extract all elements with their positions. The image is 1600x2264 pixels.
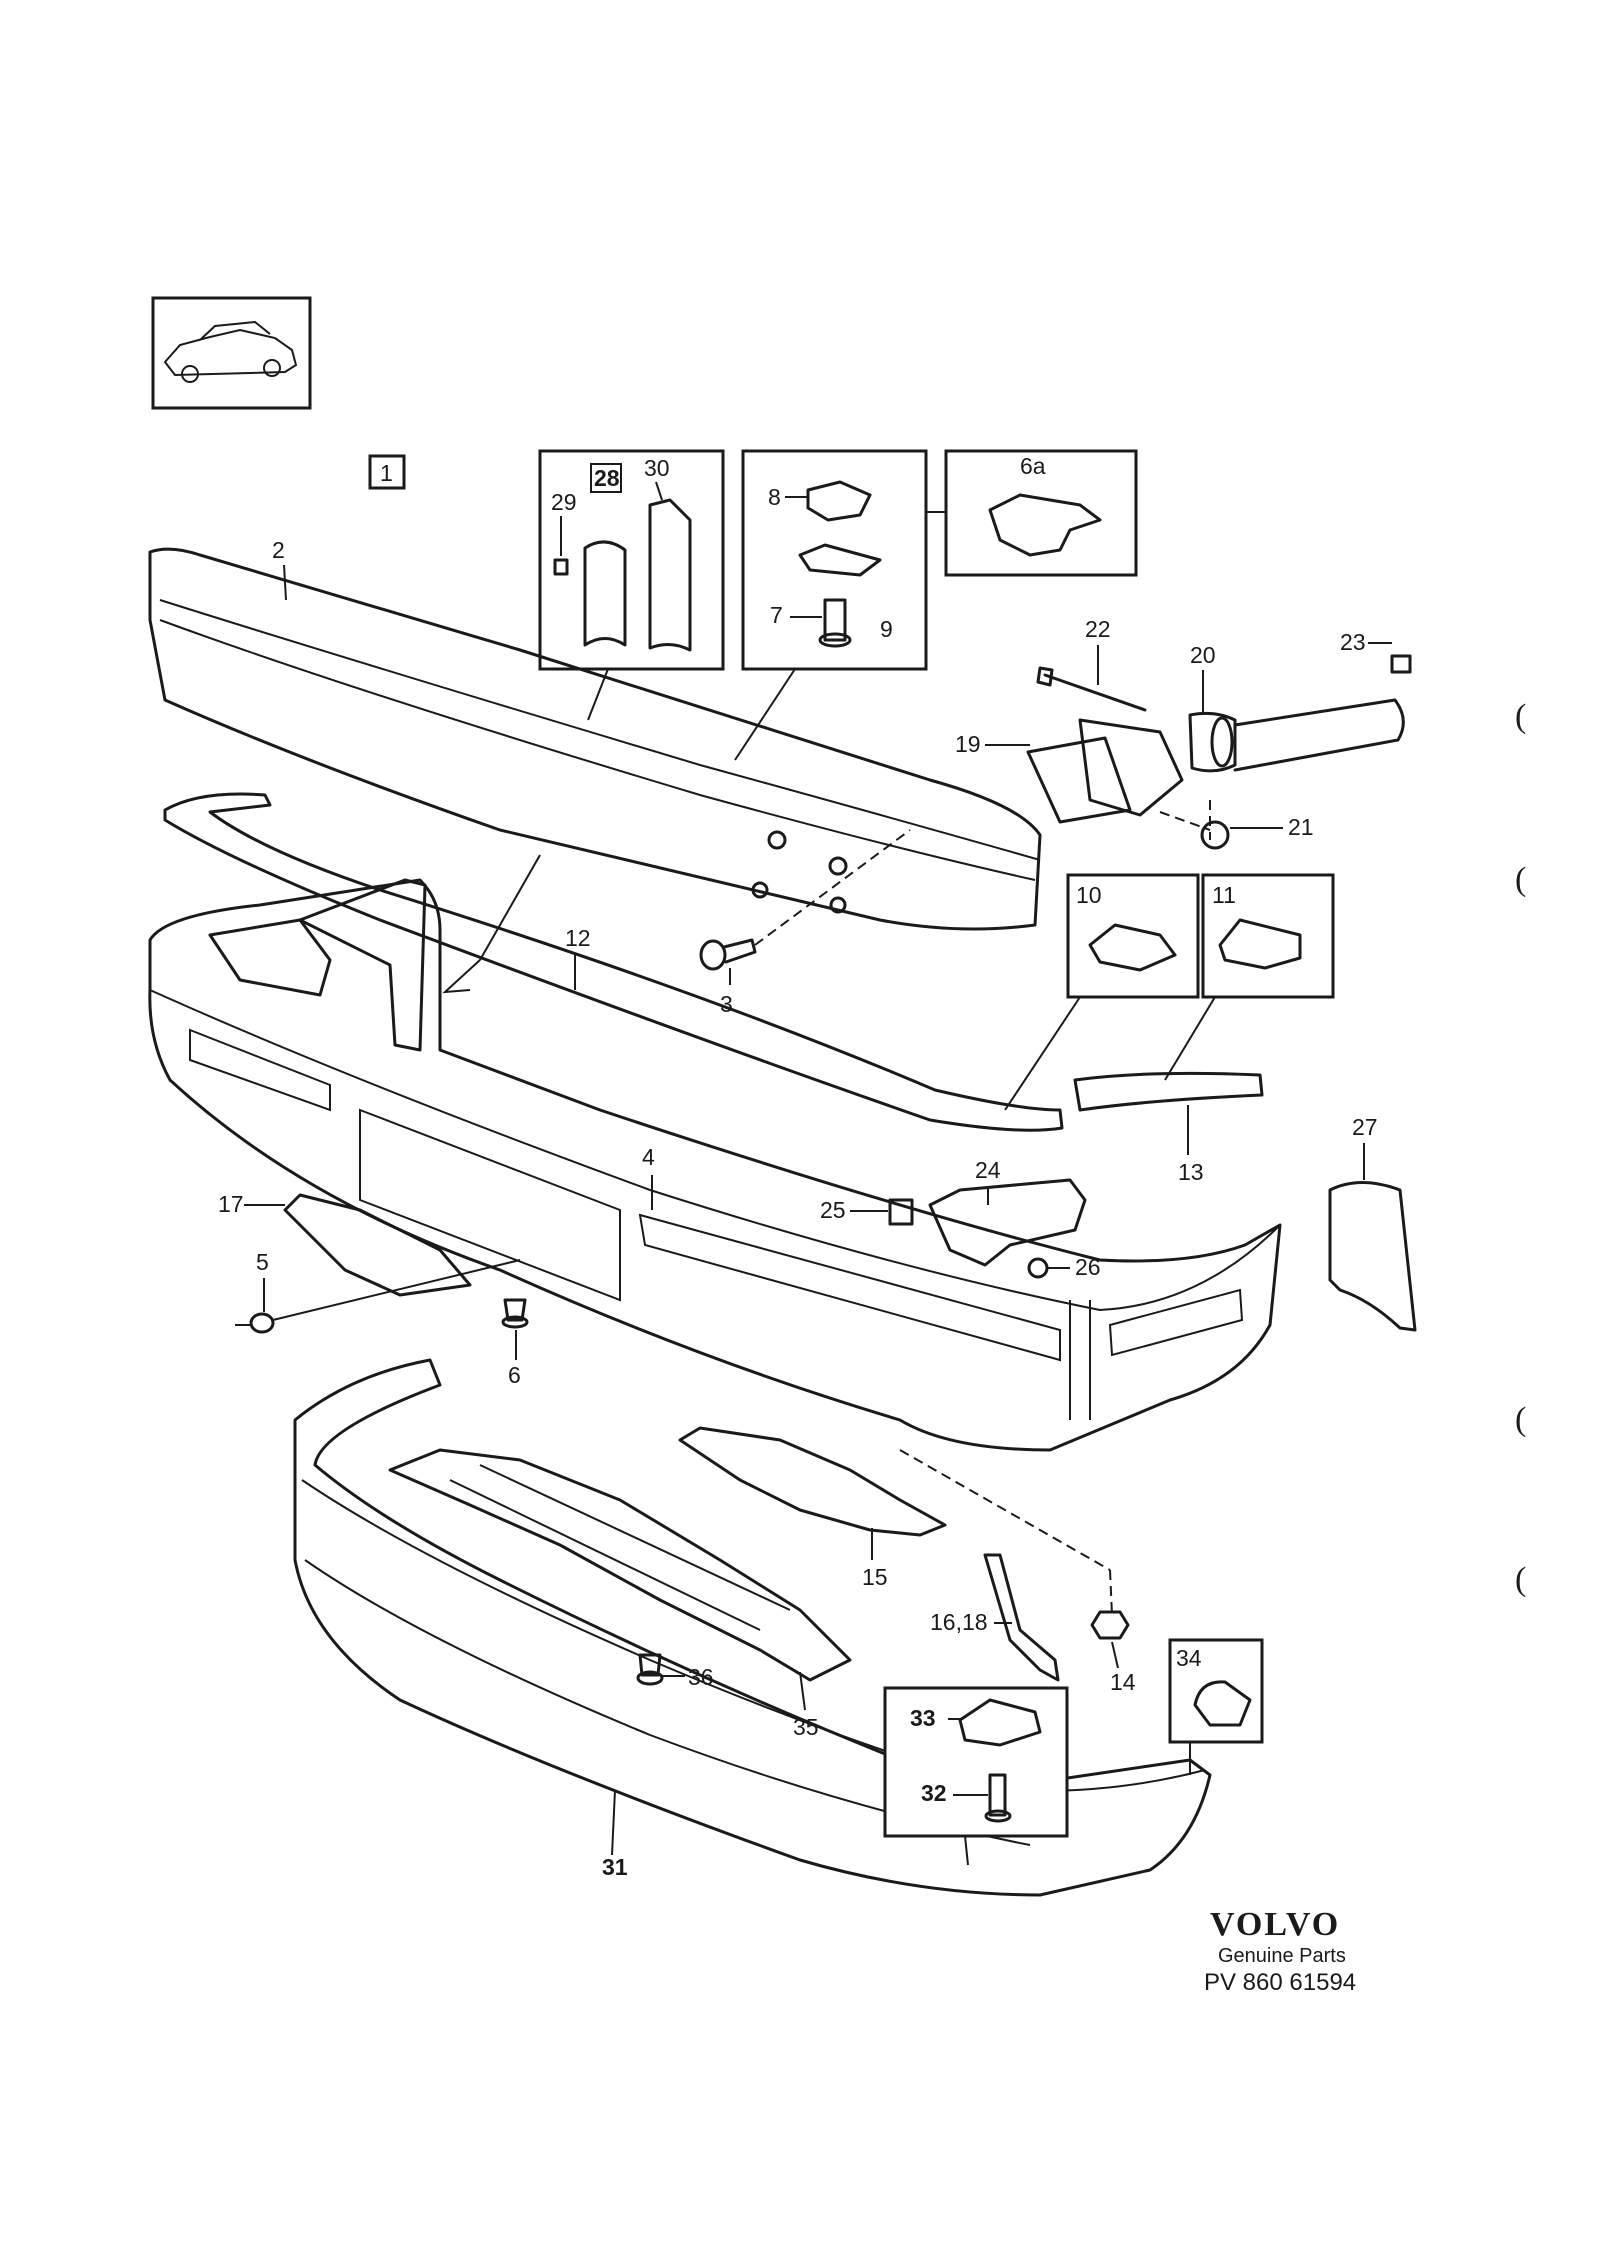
label-27: 27 xyxy=(1352,1114,1378,1140)
label-14: 14 xyxy=(1110,1669,1136,1695)
inset-box-6a: 6a xyxy=(926,449,1138,577)
label-6a: 6a xyxy=(1020,453,1046,479)
inset-box-34: 34 xyxy=(1168,1638,1264,1744)
label-9: 9 xyxy=(880,616,893,642)
label-15: 15 xyxy=(862,1564,888,1590)
label-20: 20 xyxy=(1190,642,1216,668)
brand-code: PV 860 61594 xyxy=(1204,1969,1356,1996)
part-strip-13 xyxy=(1073,1071,1264,1112)
part-moulding-strip xyxy=(163,792,1064,1132)
part-fastener-6 xyxy=(501,1298,529,1329)
label-10: 10 xyxy=(1076,882,1102,908)
part-mounting-bracket xyxy=(1026,654,1412,850)
label-36: 36 xyxy=(688,1664,714,1690)
margin-mark: ( xyxy=(1515,698,1526,735)
vehicle-thumbnail xyxy=(151,296,312,410)
margin-mark: ( xyxy=(1515,1401,1526,1438)
label-32: 32 xyxy=(921,1780,947,1806)
part-strip-16-18 xyxy=(983,1553,1060,1682)
label-16-18: 16,18 xyxy=(930,1609,988,1635)
label-6: 6 xyxy=(508,1362,521,1388)
part-fastener-36 xyxy=(636,1653,664,1686)
leader-bracket-15 xyxy=(899,1449,1111,1571)
label-26: 26 xyxy=(1075,1254,1101,1280)
callout-box-1: 1 xyxy=(368,454,406,490)
leader-moulding xyxy=(479,854,541,961)
label-17: 17 xyxy=(218,1191,244,1217)
inset-box-7-9: 8 7 9 xyxy=(741,449,928,671)
label-12: 12 xyxy=(565,925,591,951)
label-8: 8 xyxy=(768,484,781,510)
inset-box-11: 11 xyxy=(1201,873,1335,999)
label-30: 30 xyxy=(644,455,670,481)
part-bracket-15 xyxy=(678,1426,947,1537)
label-19: 19 xyxy=(955,731,981,757)
label-22: 22 xyxy=(1085,616,1111,642)
part-bumper-beam xyxy=(148,547,1042,931)
label-5: 5 xyxy=(256,1249,269,1275)
label-24: 24 xyxy=(975,1157,1001,1183)
brand-subtitle: Genuine Parts xyxy=(1218,1945,1346,1967)
margin-mark: ( xyxy=(1515,1561,1526,1598)
part-air-guide-35 xyxy=(388,1448,852,1682)
label-34: 34 xyxy=(1176,1645,1202,1671)
label-2: 2 xyxy=(272,537,285,563)
label-3: 3 xyxy=(720,991,733,1017)
inset-box-32-33: 33 32 xyxy=(883,1686,1069,1838)
label-31: 31 xyxy=(602,1854,628,1880)
label-25: 25 xyxy=(820,1197,846,1223)
label-35: 35 xyxy=(793,1714,819,1740)
label-21: 21 xyxy=(1288,814,1314,840)
brand-block: VOLVO Genuine Parts PV 860 61594 xyxy=(1204,1906,1356,1996)
label-23: 23 xyxy=(1340,629,1366,655)
label-7: 7 xyxy=(770,602,783,628)
part-clip-17 xyxy=(283,1193,472,1297)
brand-name: VOLVO xyxy=(1210,1906,1340,1943)
part-bracket-24 xyxy=(928,1178,1087,1279)
part-clip-25 xyxy=(888,1198,914,1226)
label-11: 11 xyxy=(1212,882,1236,908)
part-bolt-3 xyxy=(699,829,911,971)
label-33: 33 xyxy=(910,1705,936,1731)
label-4: 4 xyxy=(642,1144,655,1170)
part-fastener-5 xyxy=(235,1259,521,1334)
inset-box-28-30: 28 29 30 xyxy=(538,449,725,671)
part-nut-14 xyxy=(1090,1610,1130,1640)
label-28: 28 xyxy=(594,465,620,491)
leader-inset-7-9 xyxy=(734,668,796,761)
margin-mark: ( xyxy=(1515,861,1526,898)
leader-inset-32-33 xyxy=(964,1835,969,1866)
inset-box-10: 10 xyxy=(1066,873,1200,999)
label-29: 29 xyxy=(551,489,577,515)
label-1: 1 xyxy=(380,460,393,486)
part-side-piece-27 xyxy=(1328,1181,1417,1332)
label-13: 13 xyxy=(1178,1159,1204,1185)
